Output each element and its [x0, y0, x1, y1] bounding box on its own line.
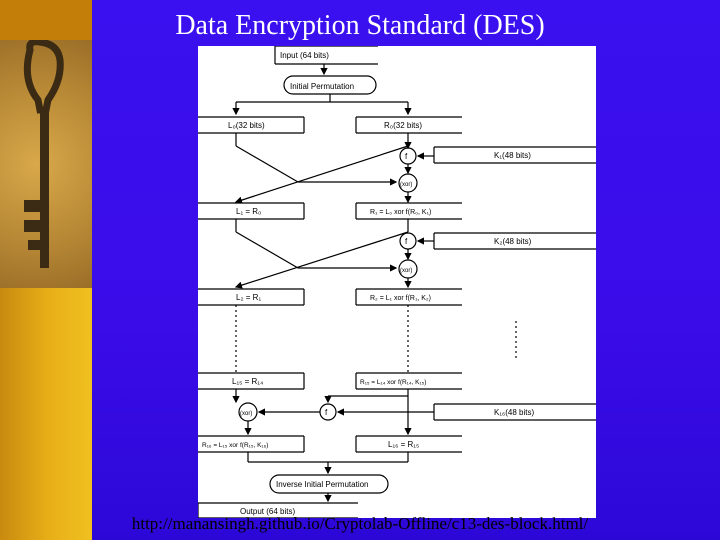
l15-label: L₁₅ = R₁₄ — [232, 377, 263, 386]
l2-label: L₂ = R₁ — [236, 293, 261, 302]
f-label-1: f — [405, 152, 408, 161]
r15-label: R₁₅ = L₁₄ xor f(R₁₄, K₁₅) — [360, 379, 426, 386]
xor-label-1: (xor) — [400, 182, 412, 188]
output-label: Output (64 bits) — [240, 507, 295, 516]
r0-label: R₀(32 bits) — [384, 121, 422, 130]
f-label-16: f — [325, 408, 328, 417]
inverse-permutation-node — [269, 474, 389, 494]
l16-label: L₁₆ = R₁₅ — [388, 440, 419, 449]
slide-title: Data Encryption Standard (DES) — [175, 10, 545, 41]
xor-label-2: (xor) — [400, 268, 412, 274]
key-icon — [23, 38, 64, 268]
input-label: Input (64 bits) — [280, 51, 329, 60]
inverse-permutation-label: Inverse Initial Permutation — [276, 480, 369, 489]
f-label-2: f — [405, 237, 408, 246]
key-image — [0, 38, 92, 288]
k1-label: K₁(48 bits) — [494, 151, 531, 160]
left-accent-bar-top — [0, 0, 92, 40]
xor-label-16: (xor) — [240, 411, 252, 417]
r16-label: R₁₆ = L₁₅ xor f(R₁₅, K₁₆) — [202, 442, 268, 449]
k16-label: K₁₆(48 bits) — [494, 408, 534, 417]
f-node-16 — [319, 403, 337, 421]
k2-label: K₂(48 bits) — [494, 237, 532, 246]
r2-label: R₂ = L₁ xor f(R₁, K₂) — [370, 295, 431, 302]
source-url[interactable]: http://manansingh.github.io/Cryptolab-Of… — [131, 514, 589, 533]
l1-label: L₁ = R₀ — [236, 207, 261, 216]
f-node-1 — [399, 147, 417, 165]
initial-permutation-label: Initial Permutation — [290, 82, 354, 91]
des-flow-diagram: Input (64 bits) Initial Permutation L₀(3… — [197, 45, 596, 519]
l0-label: L₀(32 bits) — [228, 121, 265, 130]
f-node-2 — [399, 232, 417, 250]
r1-label: R₁ = L₀ xor f(R₀, K₁) — [370, 209, 431, 216]
